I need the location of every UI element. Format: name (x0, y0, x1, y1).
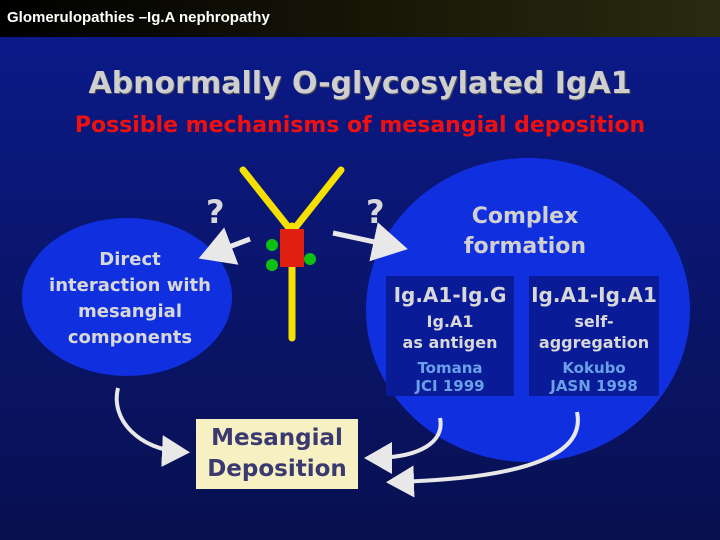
desc-line: as antigen (402, 333, 498, 352)
ref-line: JCI 1999 (415, 377, 485, 395)
iga1-antibody-icon (239, 166, 345, 342)
result-line: Deposition (207, 456, 347, 482)
label-line: Direct (99, 249, 161, 270)
slide-subtitle: Possible mechanisms of mesangial deposit… (74, 113, 646, 138)
glycan-dot (266, 239, 278, 251)
ref-line: Kokubo (562, 359, 626, 377)
label-line: mesangial (77, 301, 182, 322)
header-title: Glomerulopathies –Ig.A nephropathy (7, 9, 270, 26)
glycan-dot (266, 259, 278, 271)
glycan-dot (304, 253, 316, 265)
header-bar: Glomerulopathies –Ig.A nephropathy (0, 0, 720, 37)
ref-line: Tomana (417, 359, 483, 377)
desc-line: aggregation (538, 333, 650, 352)
panel-description: Ig.A1 as antigen (386, 311, 514, 353)
question-mark-right: ? (366, 193, 385, 231)
question-mark-left: ? (206, 193, 225, 231)
label-line: components (67, 327, 193, 348)
desc-line: self- (574, 312, 614, 331)
panel-reference: Tomana JCI 1999 (386, 359, 514, 395)
panel-description: self- aggregation (529, 311, 659, 353)
arrow-direct-to-deposition (114, 387, 190, 468)
label-line: interaction with (49, 275, 211, 296)
arrow-to-direct (198, 227, 251, 265)
slide-title: Abnormally O-glycosylated IgA1 (88, 66, 632, 101)
complex-formation-label: Complex formation (430, 202, 620, 262)
arrow-iga1-igg-to-deposition (364, 417, 443, 474)
label-line: formation (463, 234, 587, 259)
left-bubble (22, 218, 232, 376)
iga1-iga1-panel: Ig.A1-Ig.A1 self- aggregation Kokubo JAS… (529, 276, 659, 396)
hinge-region (280, 229, 304, 267)
arrow-to-complex (332, 222, 408, 262)
result-line: Mesangial (211, 425, 343, 451)
label-line: Complex (471, 204, 579, 229)
panel-heading: Ig.A1-Ig.G (393, 283, 507, 307)
direct-interaction-label: Direct interaction with mesangial compon… (30, 247, 230, 351)
iga1-igg-panel: Ig.A1-Ig.G Ig.A1 as antigen Tomana JCI 1… (386, 276, 514, 396)
arrow-iga1-iga1-to-deposition (386, 411, 580, 498)
ref-line: JASN 1998 (550, 377, 638, 395)
mesangial-deposition-box: Mesangial Deposition (196, 419, 358, 489)
panel-reference: Kokubo JASN 1998 (529, 359, 659, 395)
desc-line: Ig.A1 (426, 312, 474, 331)
panel-heading: Ig.A1-Ig.A1 (531, 283, 657, 307)
